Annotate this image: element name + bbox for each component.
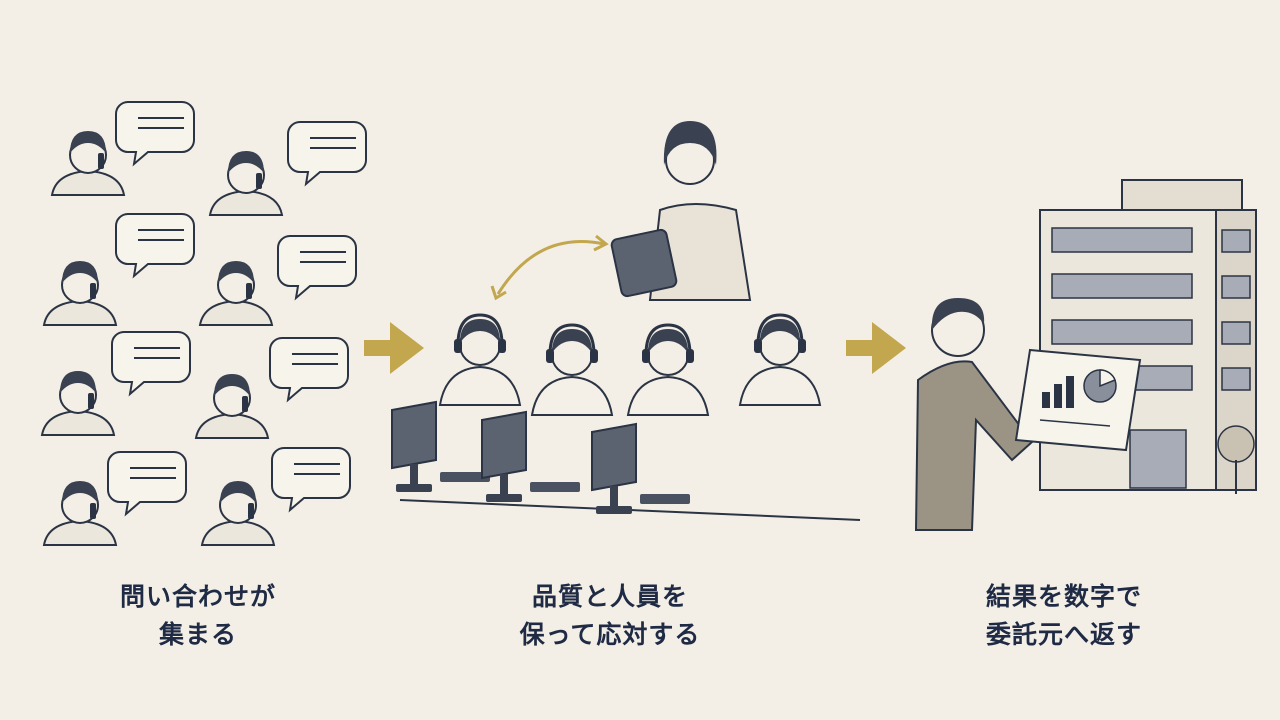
callers-icon xyxy=(41,101,367,546)
step-gather-line-1: 問い合わせが xyxy=(119,582,276,611)
step-report-line-1: 結果を数字で xyxy=(985,582,1142,611)
step-report-line-2: 委託元へ返す xyxy=(985,620,1142,649)
step-gather-line-2: 集まる xyxy=(158,620,237,649)
arrow-right-icon xyxy=(364,322,424,374)
step-report-caption: 結果を数字で 委託元へ返す xyxy=(914,578,1214,654)
step-respond-line-1: 品質と人員を xyxy=(531,582,688,611)
step-respond-line-2: 保って応対する xyxy=(519,620,701,649)
call-center-icon xyxy=(391,121,861,521)
report-building-icon xyxy=(914,179,1257,531)
step-respond-caption: 品質と人員を 保って応対する xyxy=(460,578,760,654)
step-gather-caption: 問い合わせが 集まる xyxy=(48,578,348,654)
arrow-right-icon xyxy=(846,322,906,374)
